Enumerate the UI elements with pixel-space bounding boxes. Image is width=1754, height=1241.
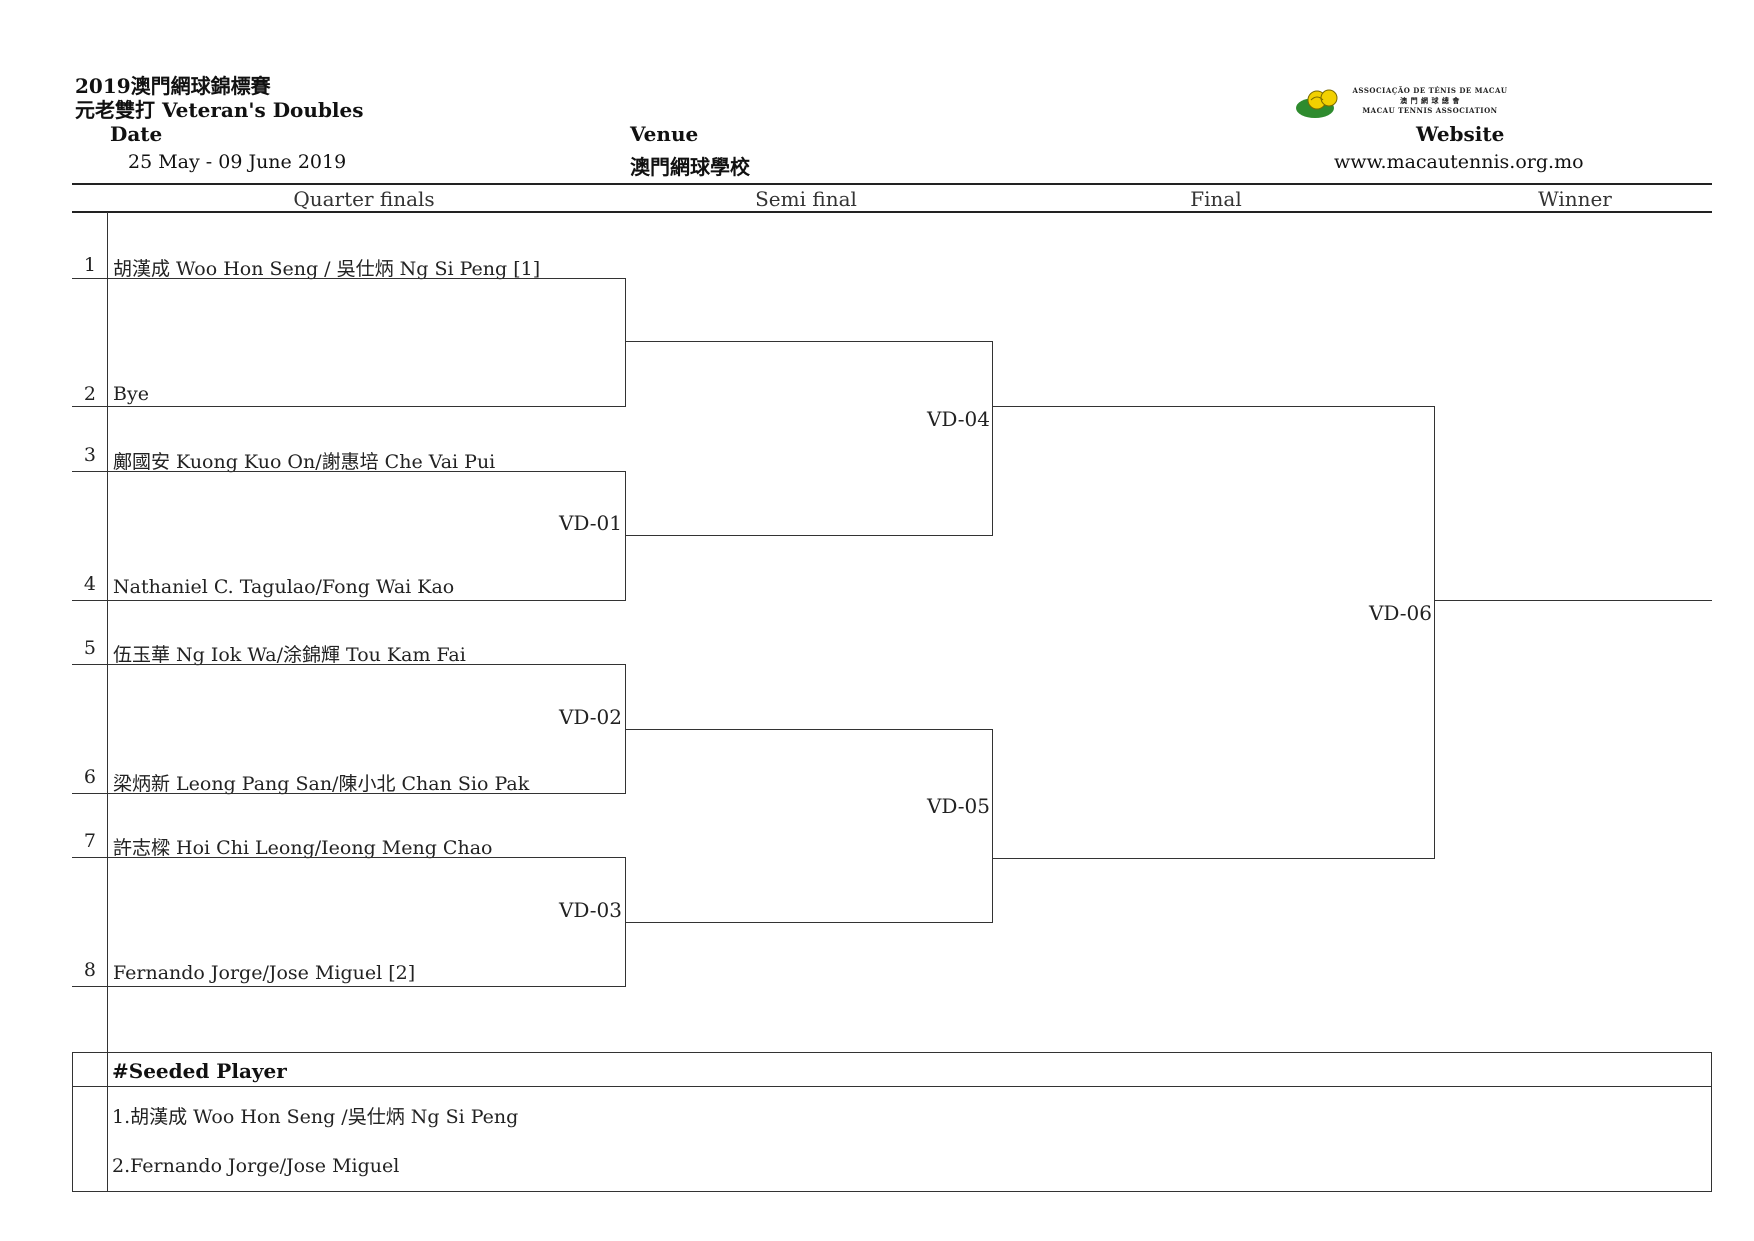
logo-text: ASSOCIAÇÃO DE TÉNIS DE MACAU 澳 門 網 球 總 會… xyxy=(1350,86,1510,116)
entry-number: 4 xyxy=(83,573,96,595)
match-code: VD-01 xyxy=(558,511,622,535)
column-semi-final: Semi final xyxy=(755,187,857,211)
seeded-item: 1.胡漢成 Woo Hon Seng /吳仕炳 Ng Si Peng xyxy=(112,1106,519,1128)
column-header-rule xyxy=(72,211,1712,213)
header-rule xyxy=(72,183,1712,185)
winner-line xyxy=(1434,600,1712,601)
qf1-winner-line xyxy=(625,341,993,342)
venue-label: Venue xyxy=(630,122,699,146)
entry-line xyxy=(72,406,626,407)
date-label: Date xyxy=(110,122,163,146)
entry-line xyxy=(72,664,626,665)
entry-line xyxy=(72,278,626,279)
logo-line-chinese: 澳 門 網 球 總 會 xyxy=(1400,96,1460,105)
entry-number: 6 xyxy=(83,766,96,788)
entry-number: 8 xyxy=(83,959,96,981)
tennis-association-logo xyxy=(1295,84,1345,120)
entry-number: 3 xyxy=(83,444,96,466)
qf4-connector xyxy=(625,857,626,986)
entry-number: 5 xyxy=(83,637,96,659)
entry-number: 2 xyxy=(83,383,96,405)
sf1-connector xyxy=(992,341,993,535)
event-title: 元老雙打 Veteran's Doubles xyxy=(75,98,364,122)
column-final: Final xyxy=(1190,187,1242,211)
draw-left-border xyxy=(107,212,108,1054)
match-code: VD-05 xyxy=(926,794,990,818)
seeded-box xyxy=(72,1052,1712,1192)
website-label: Website xyxy=(1416,122,1505,146)
qf2-winner-line xyxy=(625,535,993,536)
entry-name: 梁炳新 Leong Pang San/陳小北 Chan Sio Pak xyxy=(113,773,530,795)
match-code: VD-06 xyxy=(1368,601,1432,625)
entry-line xyxy=(72,793,626,794)
logo-line-english: MACAU TENNIS ASSOCIATION xyxy=(1362,106,1498,115)
qf1-connector xyxy=(625,278,626,406)
entry-name: 胡漢成 Woo Hon Seng / 吳仕炳 Ng Si Peng [1] xyxy=(113,258,541,280)
match-code: VD-03 xyxy=(558,898,622,922)
entry-number: 7 xyxy=(83,830,96,852)
entry-line xyxy=(72,471,626,472)
column-winner: Winner xyxy=(1538,187,1612,211)
venue-value: 澳門網球學校 xyxy=(630,155,750,179)
final-connector xyxy=(1434,406,1435,858)
match-code: VD-02 xyxy=(558,705,622,729)
match-code: VD-04 xyxy=(926,407,990,431)
entry-name: Bye xyxy=(113,383,149,405)
sf2-connector xyxy=(992,729,993,922)
entry-name: Nathaniel C. Tagulao/Fong Wai Kao xyxy=(113,576,455,598)
sf2-winner-line xyxy=(992,858,1435,859)
entry-line xyxy=(72,857,626,858)
entry-number: 1 xyxy=(83,254,96,276)
entry-name: 鄺國安 Kuong Kuo On/謝惠培 Che Vai Pui xyxy=(113,451,496,473)
logo-line-portuguese: ASSOCIAÇÃO DE TÉNIS DE MACAU xyxy=(1352,86,1508,95)
tournament-title: 2019澳門網球錦標賽 xyxy=(75,74,271,98)
qf3-winner-line xyxy=(625,729,993,730)
seeded-item: 2.Fernando Jorge/Jose Miguel xyxy=(112,1155,400,1177)
qf3-connector xyxy=(625,664,626,793)
seeded-header-rule xyxy=(72,1086,1712,1087)
date-value: 25 May - 09 June 2019 xyxy=(128,151,347,173)
column-quarter-finals: Quarter finals xyxy=(293,187,435,211)
sf1-winner-line xyxy=(992,406,1435,407)
entry-name: 伍玉華 Ng Iok Wa/涂錦輝 Tou Kam Fai xyxy=(113,644,466,666)
entry-name: Fernando Jorge/Jose Miguel [2] xyxy=(113,962,416,984)
seeded-box-divider xyxy=(107,1052,108,1192)
entry-line xyxy=(72,600,626,601)
website-link[interactable]: www.macautennis.org.mo xyxy=(1334,151,1584,173)
seeded-heading: #Seeded Player xyxy=(112,1059,287,1083)
qf4-winner-line xyxy=(625,922,993,923)
entry-line xyxy=(72,986,626,987)
entry-name: 許志樑 Hoi Chi Leong/Ieong Meng Chao xyxy=(113,837,493,859)
